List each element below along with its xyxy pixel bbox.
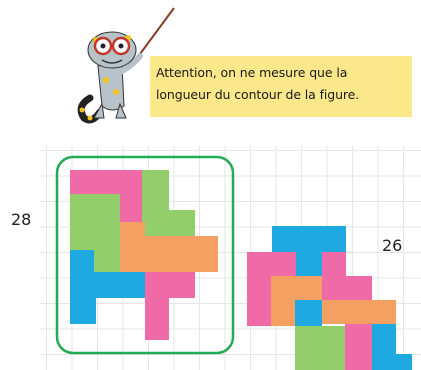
- pointer-stick-icon: [139, 7, 175, 55]
- perimeter-label-figure-1: 28: [11, 210, 32, 229]
- figure-2-piece-pink-left-b: [247, 276, 271, 326]
- figure-1-piece-green-right-b: [145, 210, 195, 236]
- figure-2-piece-blue-right: [372, 324, 396, 354]
- figure-2-piece-pink-bottom: [345, 324, 372, 370]
- figure-1-piece-blue: [70, 272, 145, 298]
- figure-1-piece-blue-top: [70, 250, 94, 272]
- salamander-mascot-icon: [77, 7, 175, 124]
- callout-line-2: longueur du contour de la figure.: [156, 87, 360, 102]
- callout-line-1: Attention, on ne mesure que la: [156, 65, 348, 80]
- figure-2-piece-orange-right: [322, 300, 396, 324]
- figure-1-highlight-outline: [55, 155, 235, 355]
- figure-2-piece-blue-right-b: [372, 354, 412, 370]
- figure-1-piece-pink-bottom: [145, 272, 195, 298]
- figure-2-piece-blue-mid: [295, 300, 322, 326]
- figure-2-piece-orange-b: [271, 300, 295, 326]
- figure-2-piece-green-bottom: [295, 326, 345, 370]
- figure-1-piece-green-left: [70, 194, 120, 244]
- figure-1-piece-pink-top: [70, 170, 142, 194]
- figure-2-piece-blue-top: [272, 226, 346, 252]
- figure-2-piece-pink-left: [247, 252, 296, 276]
- figure-2-piece-orange: [271, 276, 322, 300]
- figure-1-piece-blue-tail: [70, 298, 96, 324]
- figure-2-piece-pink-right-b: [322, 276, 372, 300]
- figure-2-piece-pink-right: [322, 252, 346, 276]
- figure-1-piece-pink-tail: [145, 298, 169, 340]
- perimeter-label-figure-2: 26: [382, 236, 403, 255]
- callout-box: [150, 56, 412, 117]
- callout-text: Attention, on ne mesure que la longueur …: [156, 62, 412, 106]
- figure-1-piece-pink-mid: [120, 194, 145, 222]
- figure-1-piece-orange-b: [120, 236, 218, 272]
- figure-1: [55, 155, 235, 355]
- figure-2: [247, 226, 412, 370]
- figure-2-piece-blue-stem: [296, 252, 322, 276]
